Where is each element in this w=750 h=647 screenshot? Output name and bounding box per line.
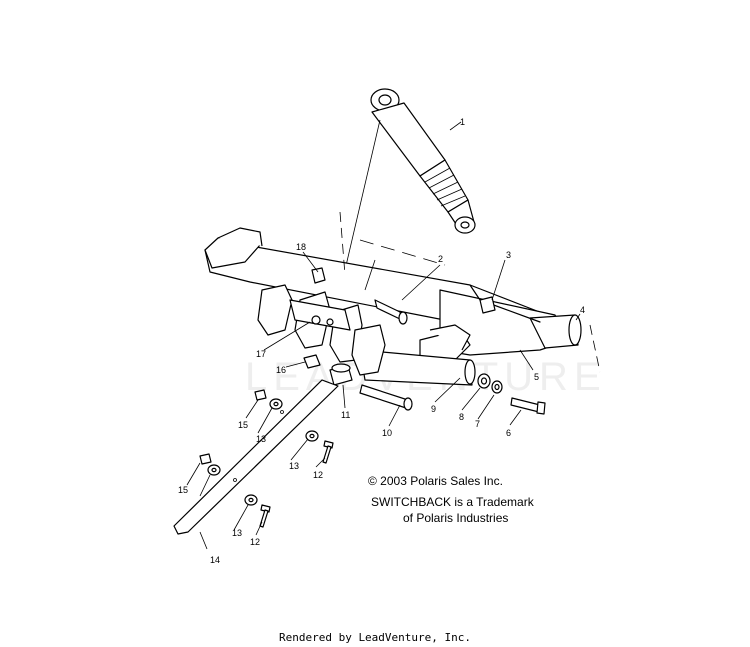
callout-15a: 15 xyxy=(238,420,248,430)
callout-2: 2 xyxy=(438,254,443,264)
callout-6: 6 xyxy=(506,428,511,438)
callout-17: 17 xyxy=(256,349,266,359)
shock-absorber xyxy=(344,88,476,271)
callout-12b: 12 xyxy=(250,537,260,547)
callout-13b: 13 xyxy=(289,461,299,471)
bolt-6 xyxy=(510,397,546,415)
copyright-line: © 2003 Polaris Sales Inc. xyxy=(368,474,503,488)
callout-13a: 13 xyxy=(256,434,266,444)
swing-arm xyxy=(204,227,582,386)
callout-9: 9 xyxy=(431,404,436,414)
callout-15b: 15 xyxy=(178,485,188,495)
trademark-line: SWITCHBACK is a Trademark xyxy=(371,495,534,509)
strap-14 xyxy=(173,379,339,535)
axis-lines xyxy=(339,211,601,373)
callout-7: 7 xyxy=(475,419,480,429)
footer-rendered-by: Rendered by LeadVenture, Inc. xyxy=(278,631,472,644)
callout-labels: 1 2 3 4 5 6 7 8 9 10 11 12 12 13 13 13 1… xyxy=(178,117,585,565)
callout-16: 16 xyxy=(276,365,286,375)
washers-7-8 xyxy=(477,373,503,394)
callout-13c: 13 xyxy=(232,528,242,538)
callout-18: 18 xyxy=(296,242,306,252)
callout-11: 11 xyxy=(341,410,350,420)
callout-8: 8 xyxy=(459,412,464,422)
callout-5: 5 xyxy=(534,372,539,382)
bolt-2 xyxy=(374,299,408,325)
trademark-owner-line: of Polaris Industries xyxy=(403,511,509,525)
fasteners xyxy=(199,389,334,528)
bolt-10 xyxy=(359,384,413,411)
leader-lines xyxy=(186,121,581,550)
callout-10: 10 xyxy=(382,428,392,438)
callout-3: 3 xyxy=(506,250,511,260)
nut-16 xyxy=(303,354,321,369)
callout-14: 14 xyxy=(210,555,220,565)
callout-1: 1 xyxy=(460,117,465,127)
bushing-11 xyxy=(329,363,353,386)
callout-4: 4 xyxy=(580,305,585,315)
callout-12a: 12 xyxy=(313,470,323,480)
